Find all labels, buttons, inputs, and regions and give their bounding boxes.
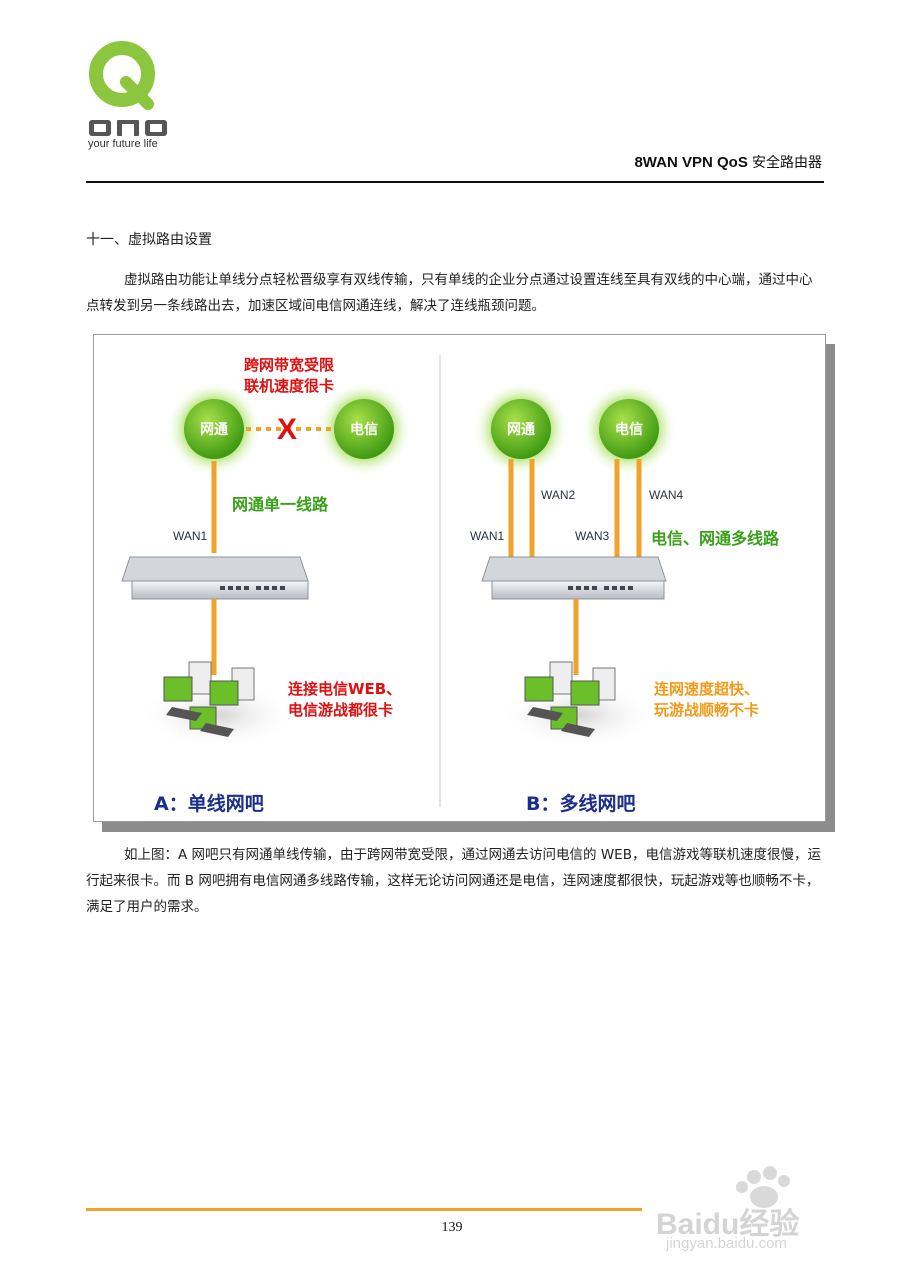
multi-line-label: 电信、网通多线路 [651, 529, 780, 548]
warning-line-2: 联机速度很卡 [244, 377, 335, 395]
wan1-label-left: WAN1 [173, 529, 208, 543]
intro-paragraph: 虚拟路由功能让单线分点轻松晋级享有双线传输，只有单线的企业分点通过设置连线至具有… [86, 272, 813, 314]
result-text-right: 连网速度超快、 玩游战顺畅不卡 [654, 679, 759, 721]
node-wangtong-right [491, 399, 551, 459]
header-rule [86, 181, 824, 183]
watermark-brand: Baidu经验 [656, 1208, 800, 1241]
product-title: 8WAN VPN QoS 安全路由器 [634, 152, 822, 172]
router-right [481, 556, 667, 582]
qno-logo [89, 41, 167, 136]
wan1-label-right: WAN1 [470, 529, 505, 543]
blocked-x-mark: X [277, 413, 298, 446]
computers-left [163, 661, 255, 737]
node-label-dianxin-left: 电信 [350, 422, 378, 438]
product-title-en: 8WAN VPN QoS [634, 154, 748, 171]
node-label-wangtong-right: 网通 [507, 422, 535, 438]
result-left-line-1: 连接电信WEB、 [288, 680, 402, 698]
wan4-label-right: WAN4 [649, 488, 684, 502]
result-right-line-2: 玩游战顺畅不卡 [654, 701, 760, 719]
page-number: 139 [441, 1220, 463, 1235]
explanation-paragraph: 如上图：A 网吧只有网通单线传输，由于跨网带宽受限，通过网通去访问电信的 WEB… [86, 847, 821, 915]
node-label-wangtong-left: 网通 [200, 422, 228, 438]
computers-right [524, 661, 616, 737]
warning-text-left: 跨网带宽受限 联机速度很卡 [244, 355, 334, 397]
product-title-cn: 安全路由器 [752, 155, 822, 171]
caption-a: A：单线网吧 [154, 793, 264, 815]
result-left-line-2: 电信游战都很卡 [288, 701, 394, 719]
baidu-watermark: Baidu经验 jingyan.baidu.com [654, 1165, 844, 1255]
node-dianxin-right [599, 399, 659, 459]
router-left [121, 556, 309, 582]
node-dianxin-left [334, 399, 394, 459]
result-right-line-1: 连网速度超快、 [654, 680, 760, 698]
warning-line-1: 跨网带宽受限 [244, 356, 335, 374]
paw-icon [736, 1166, 790, 1208]
caption-b: B：多线网吧 [526, 793, 636, 815]
node-wangtong-left [184, 399, 244, 459]
node-label-dianxin-right: 电信 [615, 422, 643, 438]
wan2-label-right: WAN2 [541, 488, 576, 502]
result-text-left: 连接电信WEB、 电信游战都很卡 [288, 679, 401, 721]
wan3-label-right: WAN3 [575, 529, 610, 543]
logo-tagline: your future life [88, 138, 158, 150]
watermark-url: jingyan.baidu.com [666, 1235, 787, 1252]
diagram-graphics [121, 355, 677, 807]
single-line-label: 网通单一线路 [232, 495, 329, 514]
network-diagram: 跨网带宽受限 联机速度很卡 网通 电信 X 网通单一线路 WAN1 连接电信WE… [93, 334, 826, 822]
footer-rule [86, 1208, 642, 1211]
section-heading: 十一、虚拟路由设置 [86, 232, 212, 248]
